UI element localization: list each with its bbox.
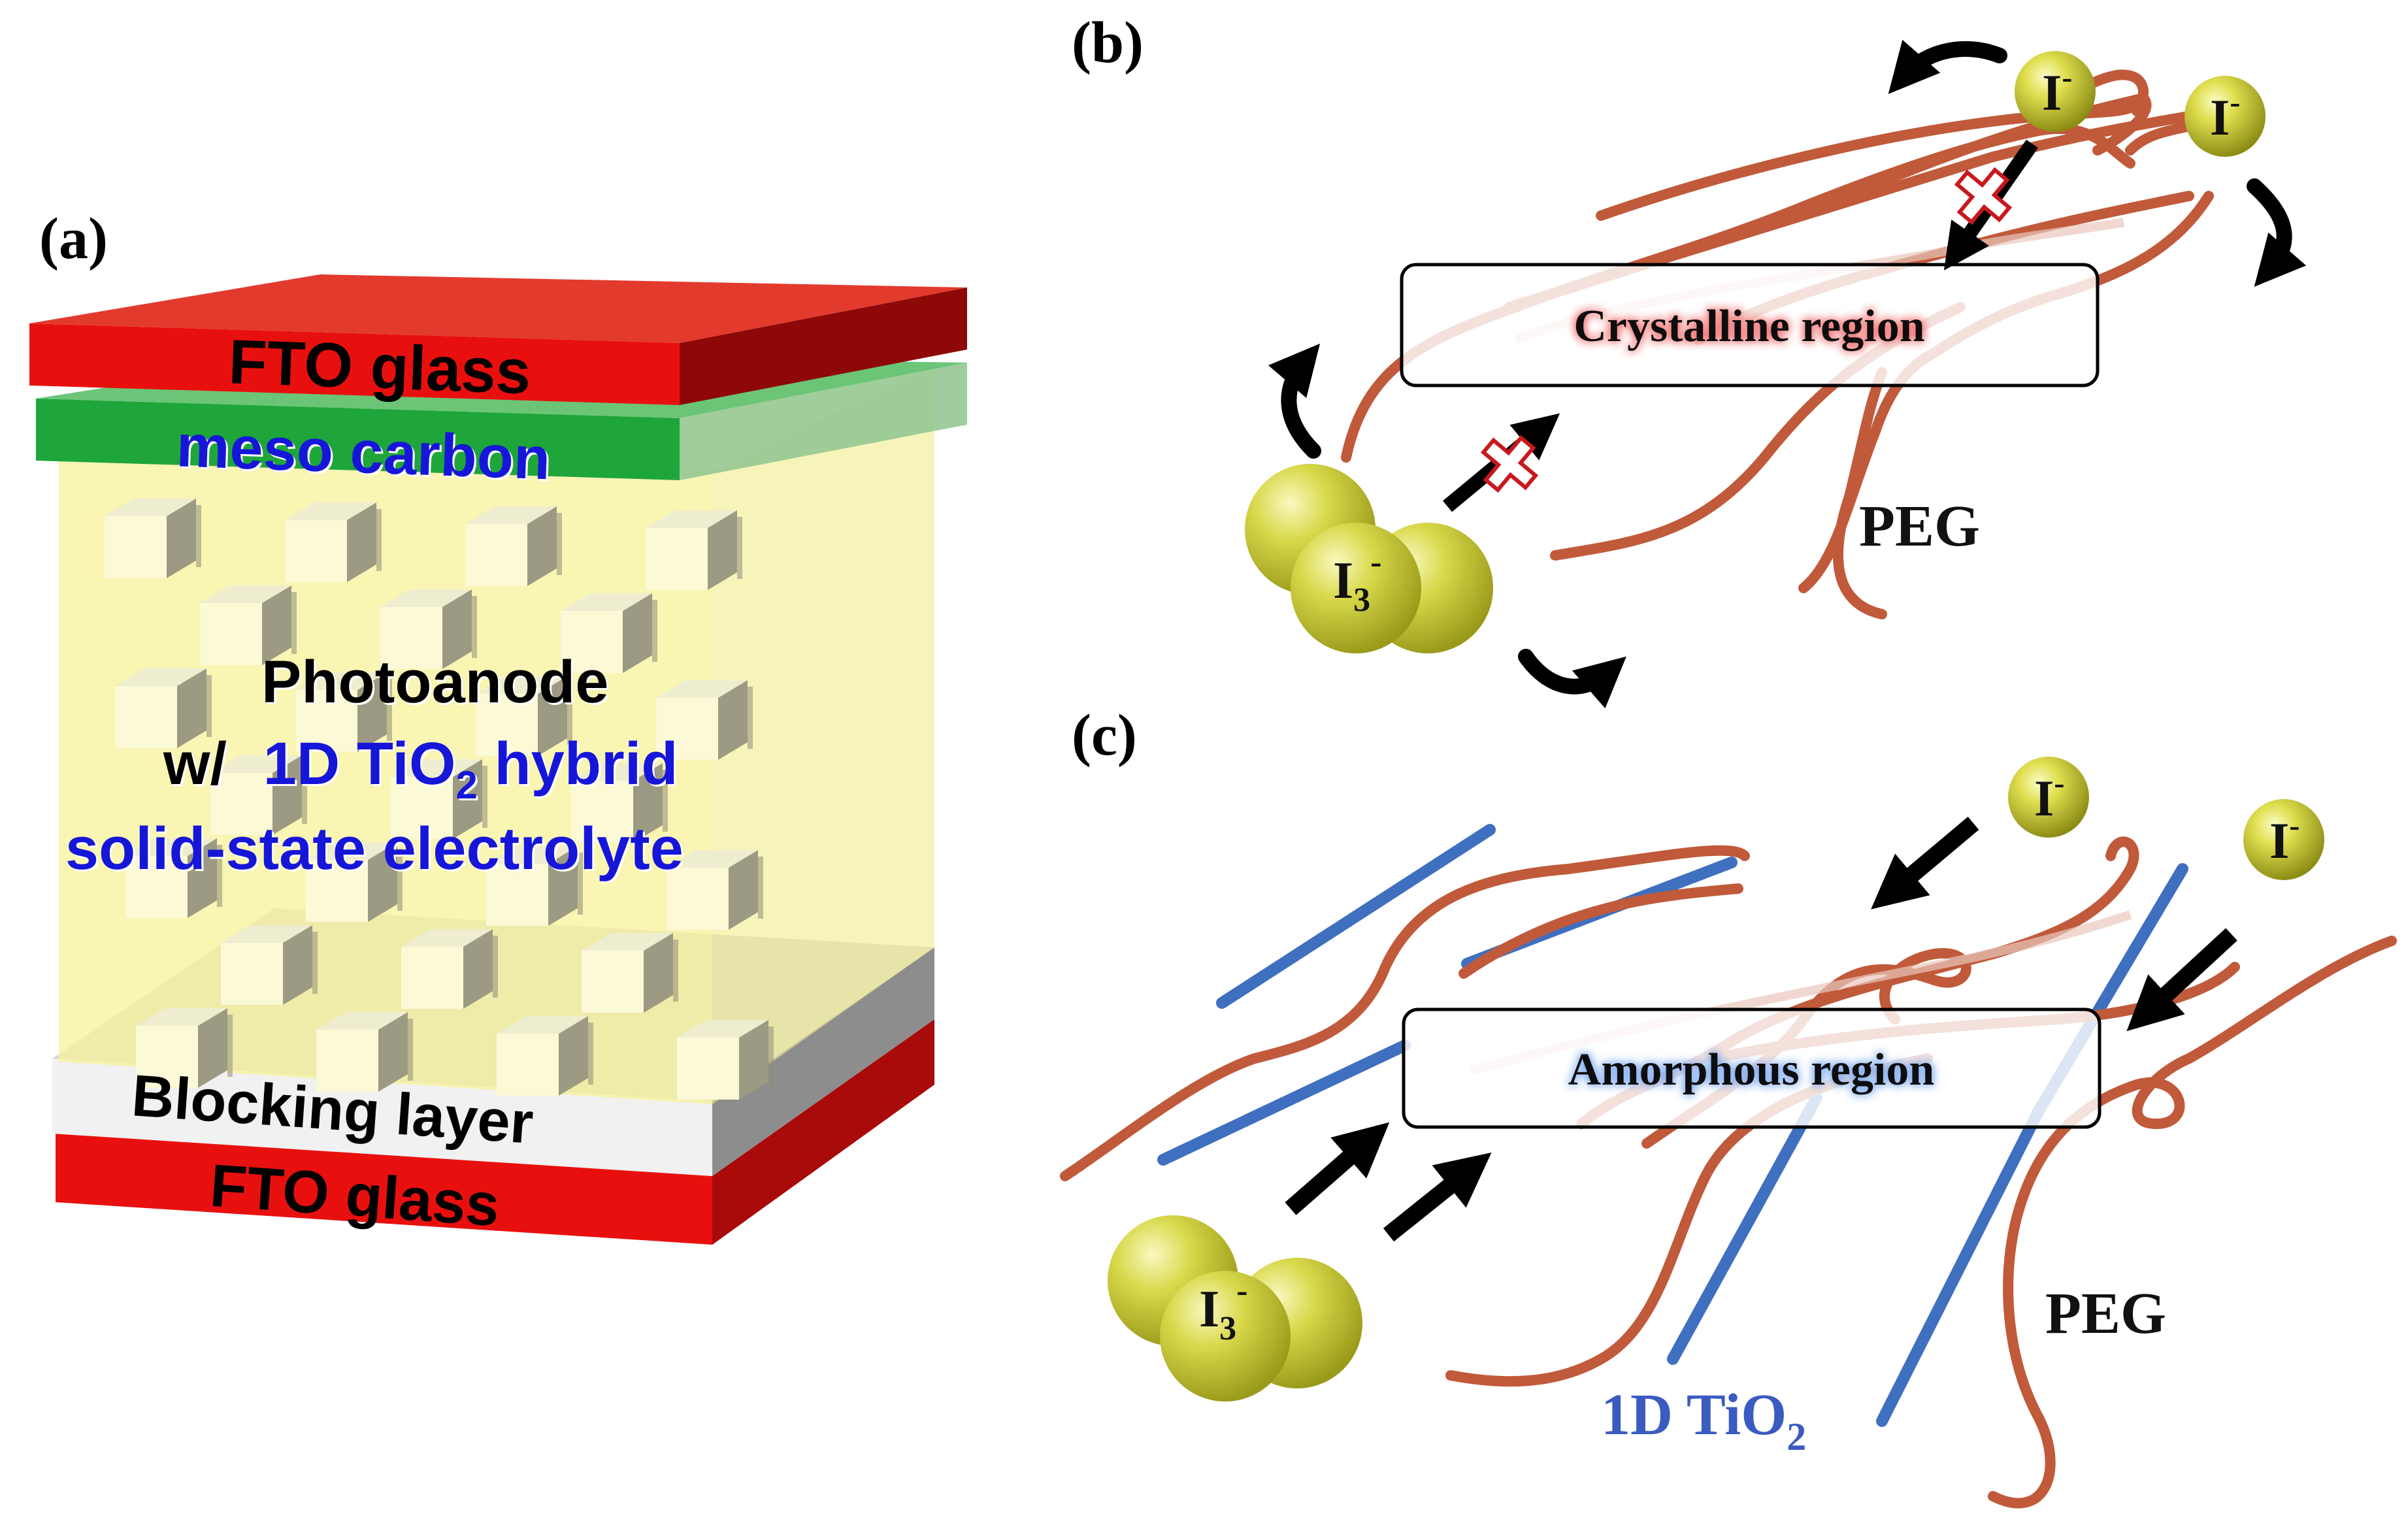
triiodide-ion-c: I3- [1108, 1215, 1362, 1401]
top-fto-glass-layer [29, 274, 967, 405]
scaffold-block [380, 589, 477, 669]
scaffold-block [667, 850, 763, 930]
scaffold-block [221, 925, 318, 1005]
scaffold-block [677, 1020, 774, 1100]
iodide-ion-c2-label: I- [2269, 808, 2299, 869]
panel-b: (b) Crystalline region PEG I- I- [1072, 10, 2307, 709]
amorphous-region-label: Amorphous region [1568, 1045, 1935, 1095]
iodide-ion-b2: I- [2184, 76, 2266, 157]
triiodide-ion-b: I3- [1245, 464, 1493, 653]
amorphous-region-box [1402, 1008, 2101, 1129]
peg-label-c: PEG [2045, 1281, 2166, 1346]
photoanode-scaffold [105, 499, 774, 1100]
panel-b-label: (b) [1072, 10, 1144, 75]
solid-state-electrolyte-label: solid-state electrolyte [65, 815, 684, 882]
scaffold-block [136, 1008, 233, 1088]
scaffold-block [561, 593, 657, 673]
peg-label-b: PEG [1859, 494, 1980, 559]
scaffold-block [571, 763, 668, 843]
iodide-ion-c1-label: I- [2034, 766, 2064, 827]
diffusion-arrows-c [1285, 817, 2237, 1242]
scaffold-block [401, 929, 498, 1009]
scaffold-block [125, 838, 222, 918]
scaffold-block [210, 755, 307, 835]
crystalline-region-box [1400, 263, 2100, 387]
scaffold-block [476, 676, 572, 756]
scaffold-block [582, 933, 678, 1013]
scaffold-block [391, 759, 487, 839]
block-cross-icon [1954, 167, 2013, 225]
panel-a-label: (a) [39, 206, 108, 271]
tio2-subscript: 2 [456, 763, 478, 807]
triiodide-ion-c-label: I3- [1199, 1272, 1247, 1347]
tio2-rod-label: 1D TiO2 [1601, 1383, 1806, 1458]
scaffold-block [285, 502, 382, 582]
crystalline-region-label: Crystalline region [1574, 301, 1924, 352]
scaffold-block [656, 680, 753, 760]
tio2-prefix-text: 1D TiO [263, 730, 456, 797]
iodide-ion-b2-label: I- [2210, 85, 2240, 146]
iodide-ion-b1-label: I- [2042, 60, 2072, 121]
iodide-ion-c1: I- [2008, 757, 2089, 838]
with-prefix: w/ [163, 730, 227, 797]
scaffold-block [105, 499, 201, 578]
triiodide-ion-b-label: I3- [1333, 544, 1381, 619]
scaffold-block [115, 668, 212, 748]
scaffold-block [200, 585, 297, 665]
panel-a: (a) [29, 206, 967, 1245]
scaffold-block [497, 1016, 593, 1096]
iodide-ion-b1: I- [2015, 51, 2096, 132]
top-fto-glass-label: FTO glass [227, 327, 532, 407]
scaffold-block [295, 672, 392, 752]
photoanode-label: Photoanode [261, 649, 609, 715]
panel-c: (c) Amorphous region PEG 1D TiO2 [1060, 703, 2397, 1509]
hybrid-electrolyte-line: w/ 1D TiO2 hybrid [163, 730, 678, 807]
scaffold-block [306, 842, 403, 922]
deflection-arrows-b [1268, 39, 2307, 709]
scaffold-block [646, 510, 742, 590]
panel-c-label: (c) [1072, 703, 1137, 768]
block-cross-icon [1480, 434, 1539, 493]
hybrid-suffix: hybrid [478, 730, 678, 797]
scaffold-block [465, 506, 562, 586]
meso-carbon-label: meso carbon [175, 413, 552, 493]
iodide-ion-c2: I- [2243, 799, 2324, 880]
scaffold-block [486, 846, 583, 926]
scaffold-block [316, 1012, 413, 1092]
